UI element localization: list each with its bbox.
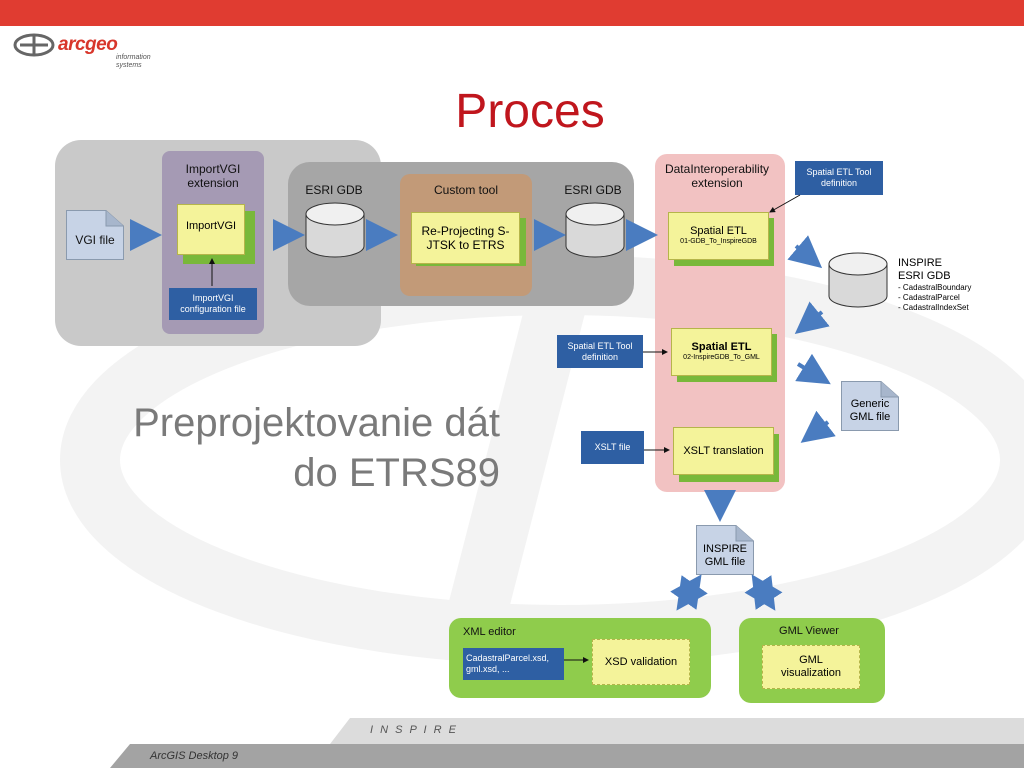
inspire-gdb-item: - CadastralBoundary xyxy=(898,283,972,292)
vgi-file-doc-icon xyxy=(66,210,124,260)
inspire-gdb-info: INSPIRE ESRI GDB - CadastralBoundary - C… xyxy=(898,257,988,313)
reprojecting-label: Re-Projecting S-JTSK to ETRS xyxy=(421,224,510,252)
inspire-gml-label: INSPIRE GML file xyxy=(702,543,747,568)
xsd-validation-box: XSD validation xyxy=(592,639,690,685)
footer-bars xyxy=(110,718,1024,768)
gml-visualization-box: GML visualization xyxy=(762,645,860,689)
custom-tool-label: Custom tool xyxy=(433,183,499,197)
generic-gml-doc-icon xyxy=(841,381,899,431)
xslt-translation-box: XSLT translation xyxy=(673,427,774,475)
importvgi-config-box: ImportVGI configuration file xyxy=(169,288,257,320)
inspire-gdb-item: - CadastralIndexSet xyxy=(898,303,969,312)
xml-editor-label: XML editor xyxy=(463,626,516,638)
importvgi-extension-label: ImportVGI extension xyxy=(185,162,241,190)
footer-product-text: ArcGIS Desktop 9 xyxy=(150,750,239,762)
etl-def-left-box: Spatial ETL Tool definition xyxy=(557,335,643,368)
spatial-etl-1-sublabel: 01-GDB_To_InspireGDB xyxy=(680,238,757,245)
logo-subtext: information systems xyxy=(116,54,151,69)
spatial-etl-1-box: Spatial ETL 01-GDB_To_InspireGDB xyxy=(668,212,769,260)
esri-gdb-2-label: ESRI GDB xyxy=(564,183,622,197)
slide-title: Proces xyxy=(455,85,605,138)
inspire-gdb-database-icon xyxy=(828,252,888,308)
xsd-validation-label: XSD validation xyxy=(604,656,678,668)
datainterop-label: DataInteroperability extension xyxy=(664,162,770,190)
arcgeo-logo-icon xyxy=(13,33,55,57)
esri-gdb-1-database-icon xyxy=(305,202,365,258)
etl-def-top-label: Spatial ETL Tool definition xyxy=(806,167,872,188)
top-bar xyxy=(0,0,1024,26)
slide-subtitle: Preprojektovanie dát do ETRS89 xyxy=(40,398,500,498)
spatial-etl-2-sublabel: 02-InspireGDB_To_GML xyxy=(683,354,760,361)
footer-inspire-text: I N S P I R E xyxy=(370,724,458,736)
xslt-file-label: XSLT file xyxy=(594,442,631,452)
subtitle-line-2: do ETRS89 xyxy=(293,451,500,495)
gml-viewer-label: GML Viewer xyxy=(779,625,839,637)
arcgeo-logo: arcgeo information systems xyxy=(12,32,151,72)
logo-text: arcgeo xyxy=(58,34,118,55)
etl-def-left-label: Spatial ETL Tool definition xyxy=(567,340,633,362)
xsd-files-box: CadastralParcel.xsd, gml.xsd, ... xyxy=(463,648,564,680)
xslt-translation-label: XSLT translation xyxy=(683,445,764,457)
spatial-etl-2-box: Spatial ETL 02-InspireGDB_To_GML xyxy=(671,328,772,376)
inspire-gml-doc-icon xyxy=(696,525,754,575)
reprojecting-box: Re-Projecting S-JTSK to ETRS xyxy=(411,212,520,264)
esri-gdb-1-label: ESRI GDB xyxy=(305,183,363,197)
esri-gdb-2-database-icon xyxy=(565,202,625,258)
xslt-file-box: XSLT file xyxy=(581,431,644,464)
inspire-gdb-title: INSPIRE ESRI GDB xyxy=(898,257,951,282)
gml-visualization-label: GML visualization xyxy=(781,654,841,679)
importvgi-box: ImportVGI xyxy=(177,204,245,255)
xsd-files-label: CadastralParcel.xsd, gml.xsd, ... xyxy=(466,653,550,674)
subtitle-line-1: Preprojektovanie dát xyxy=(133,401,500,445)
etl-def-top-box: Spatial ETL Tool definition xyxy=(795,161,883,195)
vgi-file-label: VGI file xyxy=(75,233,115,247)
inspire-gdb-item: - CadastralParcel xyxy=(898,293,960,302)
spatial-etl-2-label: Spatial ETL xyxy=(691,341,752,353)
generic-gml-label: Generic GML file xyxy=(849,398,891,423)
spatial-etl-1-label: Spatial ETL xyxy=(690,225,747,237)
importvgi-label: ImportVGI xyxy=(185,220,237,232)
importvgi-config-label: ImportVGI configuration file xyxy=(180,293,246,314)
